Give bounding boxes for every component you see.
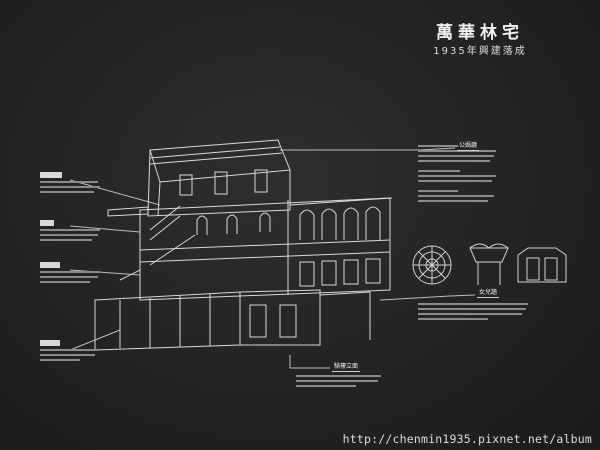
ground-floor xyxy=(94,289,371,351)
staircase xyxy=(149,205,196,266)
watermark-url: http://chenmin1935.pixnet.net/album xyxy=(342,432,592,446)
ornament-details xyxy=(412,243,567,285)
note-top-left xyxy=(40,172,100,196)
note-top-right xyxy=(418,142,496,205)
note-mid-left xyxy=(40,220,100,244)
interior-windows xyxy=(196,212,271,235)
leader-lines xyxy=(69,147,476,369)
board-title: 萬華林宅 xyxy=(436,23,524,43)
board-subtitle: 1935年興建落成 xyxy=(433,46,527,57)
note-bottom-right xyxy=(418,300,528,323)
main-body xyxy=(119,197,391,301)
facade-arches xyxy=(289,197,393,287)
label-entrance: 騎樓立面 xyxy=(332,363,361,372)
note-lower-left xyxy=(40,262,100,286)
rosette-ornament xyxy=(412,245,452,285)
note-entrance xyxy=(296,372,381,390)
note-bottom-left xyxy=(40,340,98,364)
label-roof: 公媽廳 xyxy=(457,142,480,151)
label-window: 女兒牆 xyxy=(477,289,500,298)
capital-ornament xyxy=(469,243,509,285)
top-floor xyxy=(147,139,291,217)
window-ornament xyxy=(517,247,567,283)
